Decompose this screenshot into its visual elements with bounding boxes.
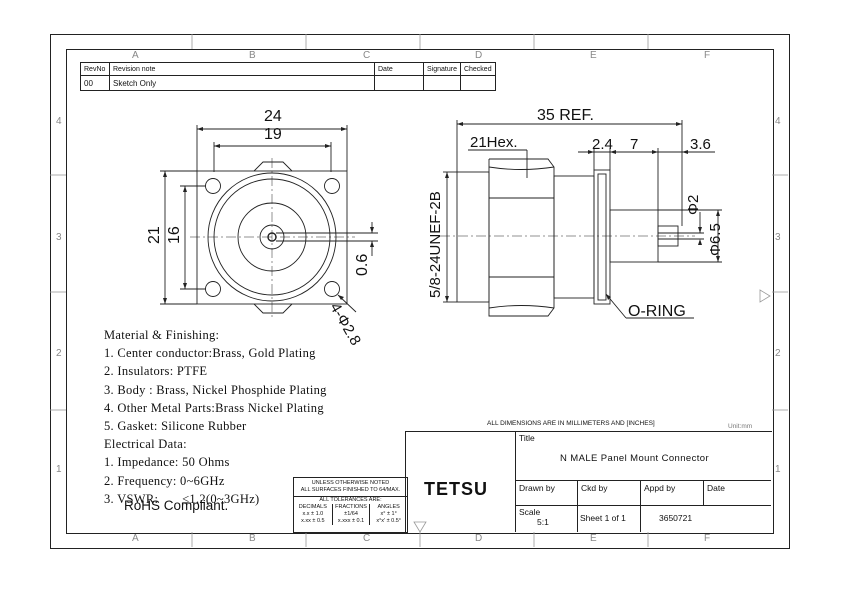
dim-flange-thickness: 2.4 [592,136,613,153]
table-row: 00 Sketch Only [80,75,496,91]
zone-col-c-top: C [363,50,371,61]
zone-col-a-top: A [132,50,139,61]
tol-col3-head: ANGLES [377,504,400,510]
zone-col-e-bottom: E [590,533,597,544]
title-label: Title [519,433,535,443]
dim-hex: 21Hex. [470,134,518,151]
dim-pin-diameter-side: Φ2 [685,194,702,215]
units-note: ALL DIMENSIONS ARE IN MILLIMETERS AND [I… [487,420,655,427]
rev-cell-checked [459,75,496,91]
revision-table: RevNo Revision note Date Signature Check… [80,62,496,91]
material-notes: Material & Finishing: 1. Center conducto… [104,326,327,508]
tol-col3-a: x° ± 1° [380,511,397,517]
zone-row-4-left: 4 [56,116,62,127]
tol-col2-b: x.xxx ± 0.1 [337,518,365,524]
tol-line1: UNLESS OTHERWISE NOTED [311,480,390,486]
zone-col-e-top: E [590,50,597,61]
zone-col-b-top: B [249,50,256,61]
zone-row-1-left: 1 [56,464,62,475]
tol-col1-b: x.xx ± 0.5 [301,518,325,524]
tol-col2-head: FRACTIONS [335,504,367,510]
dim-sleeve-diameter: Φ6.5 [707,223,724,256]
unit-label: Unit:mm [728,423,753,430]
tol-col2-a: ±1/64 [344,511,358,517]
scale-label: Scale [519,507,541,517]
zone-row-3-right: 3 [775,232,781,243]
note-line: 3. Body : Brass, Nickel Phosphide Platin… [104,382,327,397]
note-line: 5. Gasket: Silicone Rubber [104,419,247,434]
mounting-hole-tr [324,178,340,194]
note-line: 1. Impedance: 50 Ohms [104,455,230,470]
zone-row-2-right: 2 [775,348,781,359]
appd-by-label: Appd by [644,483,676,493]
drawing-title: N MALE Panel Mount Connector [560,453,710,464]
dim-total-length: 35 REF. [537,107,594,124]
tol-col1-head: DECIMALS [298,504,327,510]
tol-col1-a: x.x ± 1.0 [302,511,324,517]
company-logo: TETSU [424,479,489,499]
oring-label: O-RING [628,303,686,320]
note-line: Electrical Data: [104,437,187,452]
note-line: Material & Finishing: [104,328,220,342]
rev-cell-signature [423,75,461,91]
revision-table-header: RevNo Revision note Date Signature Check… [80,62,496,76]
zone-col-d-bottom: D [475,533,483,544]
sheet-number: Sheet 1 of 1 [580,513,626,523]
rev-cell-date [374,75,424,91]
scale-value: 5:1 [537,517,549,527]
tolerance-block: UNLESS OTHERWISE NOTED ALL SURFACES FINI… [293,477,408,533]
zone-row-1-right: 1 [775,464,781,475]
rev-header-checked: Checked [459,62,496,76]
zone-col-c-bottom: C [363,533,371,544]
note-line: 4. Other Metal Parts:Brass Nickel Platin… [104,400,324,415]
part-number: 3650721 [659,513,693,523]
note-line: 2. Frequency: 0~6GHz [104,473,225,488]
dim-pin-length: 3.6 [690,136,711,153]
zone-row-4-right: 4 [775,116,781,127]
note-line: 1. Center conductor:Brass, Gold Plating [104,346,316,361]
note-line: 2. Insulators: PTFE [104,364,208,379]
tol-col3-b: x°x' ± 0.5° [376,518,401,524]
zone-col-f-bottom: F [704,533,711,544]
note-line: 3. VSWR: ≤1.2(0~3GHz) [104,491,260,506]
tol-line3: ALL TOLERANCES ARE: [319,497,382,503]
date-label: Date [707,483,725,493]
rohs-label: RoHS Compliant. [124,498,229,513]
dim-width-outer: 24 [264,108,282,125]
mounting-hole-br [324,281,340,297]
zone-col-d-top: D [475,50,483,61]
drawn-by-label: Drawn by [519,483,555,493]
centering-mark-icon [759,289,771,303]
dim-thread-spec: 5/8-24UNEF-2B [427,191,444,298]
tol-line2: ALL SURFACES FINISHED TO 64/MAX. [300,487,401,493]
dim-width-inner: 19 [264,126,282,143]
ckd-by-label: Ckd by [581,483,608,493]
dim-sleeve-length: 7 [630,136,639,153]
zone-col-b-bottom: B [249,533,256,544]
title-block [405,431,772,533]
zone-row-2-left: 2 [56,348,62,359]
zone-col-f-top: F [704,50,711,61]
zone-row-3-left: 3 [56,232,62,243]
zone-col-a-bottom: A [132,533,139,544]
